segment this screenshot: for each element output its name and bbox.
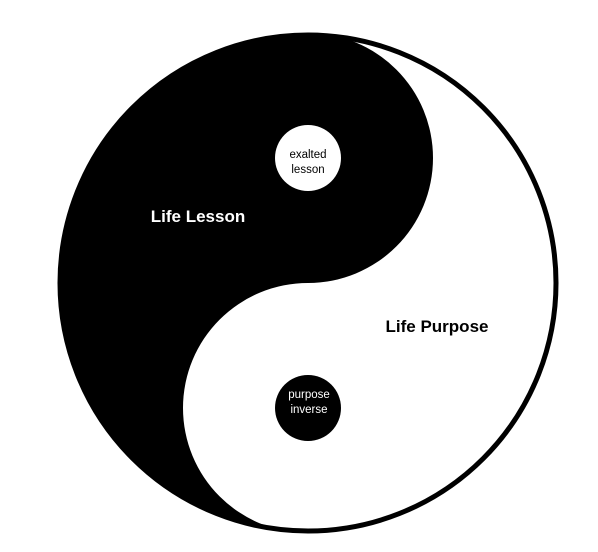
exalted-lesson-line2: lesson (291, 164, 324, 176)
purpose-inverse-line2: inverse (290, 404, 327, 416)
exalted-lesson-line1: exalted (289, 149, 326, 161)
purpose-inverse-dot (275, 375, 341, 441)
exalted-lesson-dot (275, 125, 341, 191)
life-purpose-label: Life Purpose (386, 317, 489, 336)
outer-border (57, 32, 559, 534)
purpose-inverse-line1: purpose (288, 389, 330, 401)
life-lesson-label: Life Lesson (151, 207, 245, 226)
